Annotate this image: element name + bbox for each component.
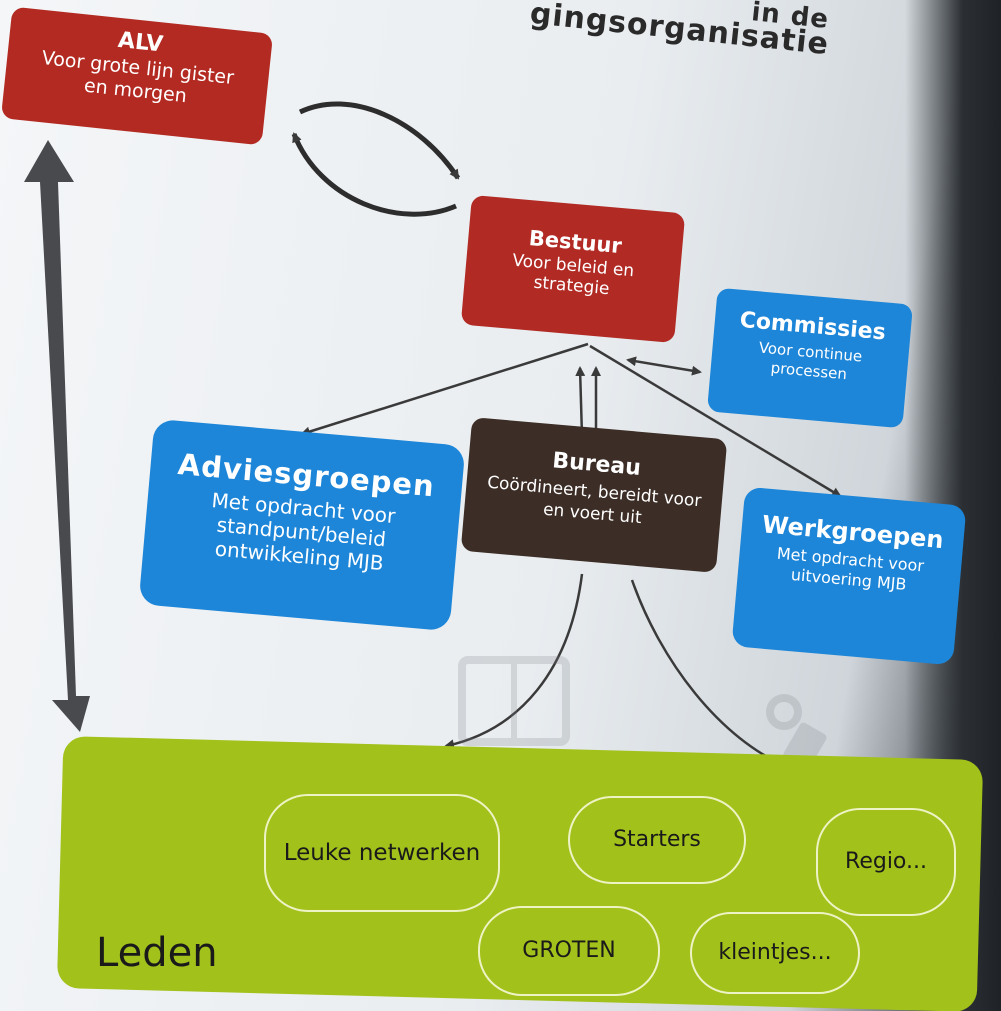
- group-pill-starters: Starters: [568, 796, 746, 884]
- bestuur-commissies-arrow: [626, 356, 702, 376]
- bestuur-adviesgroepen-arrow: [300, 342, 589, 437]
- adviesgroepen-subtitle: Met opdracht voor standpunt/beleid ontwi…: [210, 488, 397, 576]
- alv-leden-double-arrow: [24, 140, 90, 732]
- bestuur-box: Bestuur Voor beleid en strategie: [460, 194, 686, 344]
- bureau-leden-arrow-left: [444, 573, 584, 750]
- commissies-title: Commissies: [738, 307, 887, 346]
- cycle-arrow-top: [298, 101, 461, 180]
- leden-label: Leden: [96, 930, 218, 976]
- werkgroepen-box: Werkgroepen Met opdracht voor uitvoering…: [731, 486, 967, 666]
- cycle-arrow-bottom: [291, 132, 457, 217]
- commissies-box: Commissies Voor continue processen: [706, 287, 914, 429]
- group-pill-groten: GROTEN: [478, 906, 660, 996]
- group-pill-leuke-netwerken: Leuke netwerken: [264, 794, 500, 912]
- group-pill-regio: Regio...: [816, 808, 956, 916]
- adviesgroepen-box: Adviesgroepen Met opdracht voor standpun…: [138, 418, 466, 632]
- commissies-subtitle: Voor continue processen: [758, 338, 863, 384]
- group-pill-kleintjes: kleintjes...: [690, 912, 860, 994]
- bureau-bestuur-arrow-1: [575, 366, 586, 437]
- bureau-box: Bureau Coördineert, bereidt voor en voer…: [460, 417, 728, 573]
